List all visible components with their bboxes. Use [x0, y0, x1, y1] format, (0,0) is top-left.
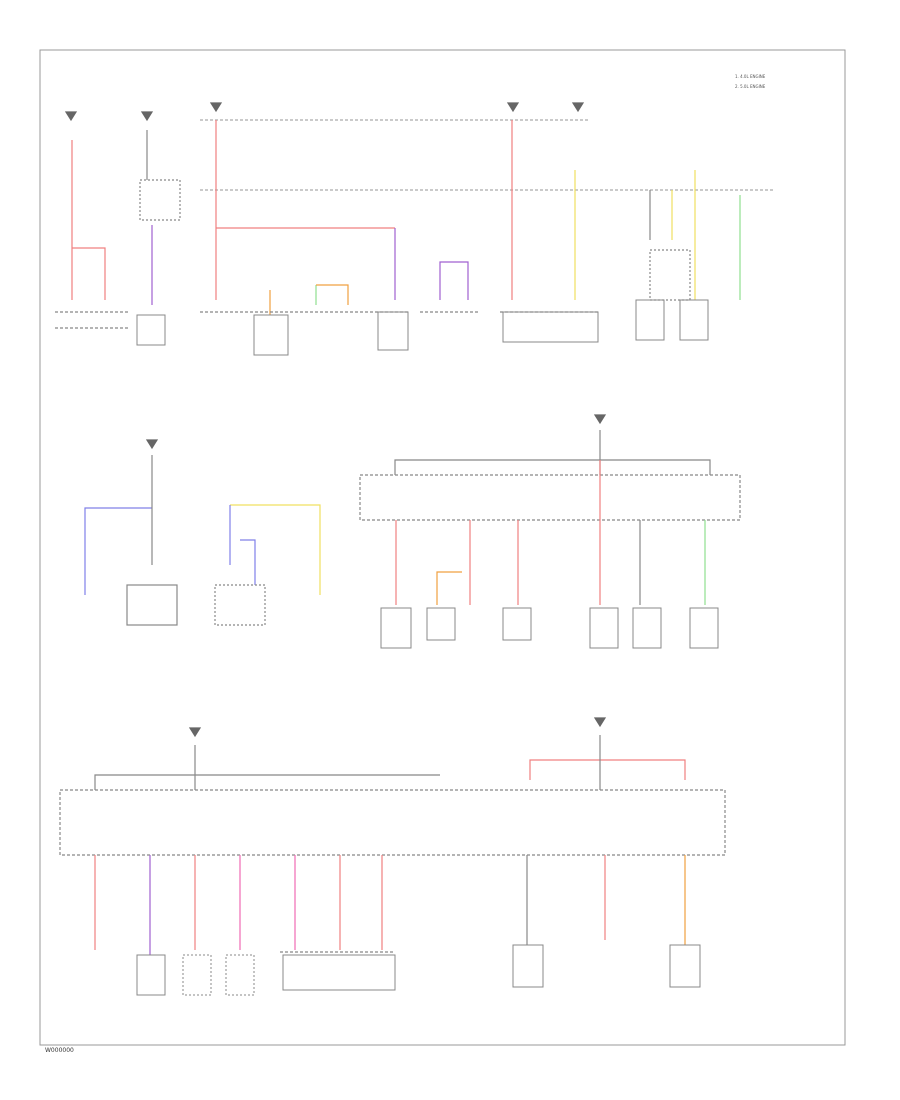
legend-line-2: 2. 5.0L ENGINE — [735, 84, 766, 89]
feed-arrow-icon — [506, 102, 520, 113]
feed-arrow-icon — [593, 414, 607, 425]
bottom-section — [59, 717, 726, 996]
feed-arrow-icon — [593, 717, 607, 728]
component-box — [502, 311, 599, 343]
diagram-frame — [39, 49, 846, 1046]
feed-arrow-icon — [571, 102, 585, 113]
legend-line-1: 1. 4.0L ENGINE — [735, 74, 766, 79]
component-box — [253, 314, 289, 356]
component-box — [679, 299, 709, 341]
footer-id: W000000 — [45, 1047, 74, 1054]
top-section — [55, 102, 775, 356]
feed-arrow-icon — [188, 727, 202, 738]
middle-section — [84, 414, 741, 649]
feed-arrow-icon — [145, 439, 159, 450]
feed-arrow-icon — [209, 102, 223, 113]
feed-arrow-icon — [140, 111, 154, 122]
component-box — [377, 311, 409, 351]
component-box — [136, 314, 166, 346]
power-feed-arrows — [64, 102, 585, 122]
feed-arrow-icon — [64, 111, 78, 122]
legend: 1. 4.0L ENGINE 2. 5.0L ENGINE — [735, 74, 766, 89]
component-box — [635, 299, 665, 341]
